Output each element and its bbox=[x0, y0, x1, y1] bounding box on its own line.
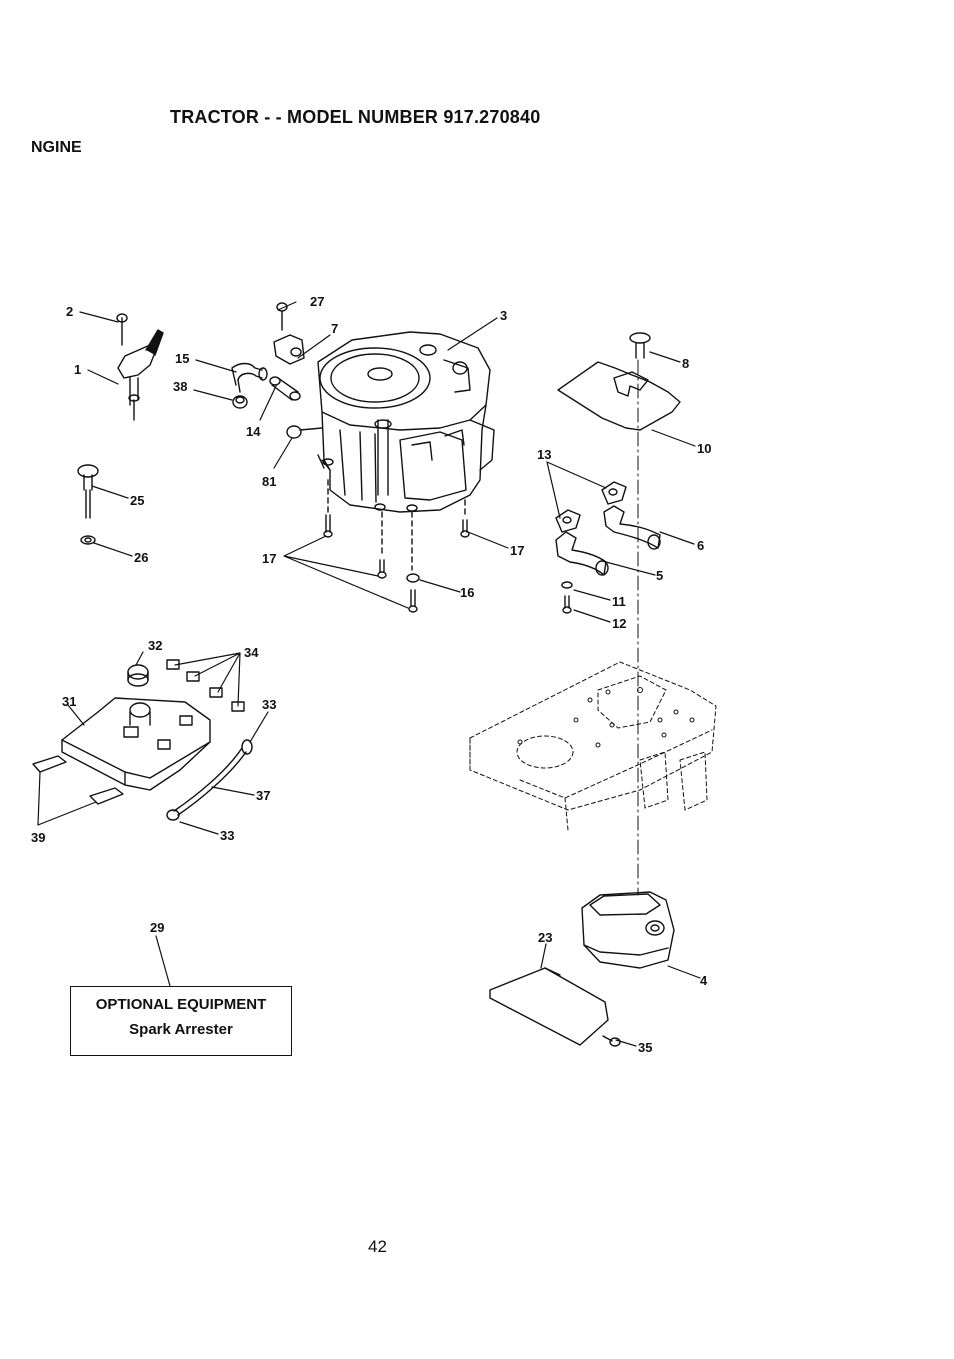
optional-equipment-box: OPTIONAL EQUIPMENT Spark Arrester bbox=[70, 986, 292, 1056]
callout-label: 27 bbox=[310, 294, 324, 309]
callout-label: 10 bbox=[697, 441, 711, 456]
throttle-control-illustration bbox=[116, 313, 164, 421]
section-heading: NGINE bbox=[31, 139, 82, 156]
callout-label: 17 bbox=[510, 543, 524, 558]
callout-label: 17 bbox=[262, 551, 276, 566]
callout-label: 2 bbox=[66, 304, 73, 319]
callout-label: 38 bbox=[173, 379, 187, 394]
fuel-fittings-illustration bbox=[231, 362, 323, 439]
callout-label: 15 bbox=[175, 351, 189, 366]
heat-shield-illustration bbox=[557, 332, 681, 431]
exhaust-pipes-illustration bbox=[555, 481, 661, 614]
callout-label: 23 bbox=[538, 930, 552, 945]
engine-illustration bbox=[317, 331, 495, 513]
callout-label: 32 bbox=[148, 638, 162, 653]
callout-label: 34 bbox=[244, 645, 259, 660]
callout-label: 11 bbox=[612, 594, 626, 609]
callout-label: 39 bbox=[31, 830, 45, 845]
page-number: 42 bbox=[368, 1237, 387, 1256]
callout-label: 1 bbox=[74, 362, 81, 377]
callout-label: 8 bbox=[682, 356, 689, 371]
shoulder-bolt-illustration bbox=[77, 464, 99, 545]
callout-label: 25 bbox=[130, 493, 144, 508]
callout-label: 81 bbox=[262, 474, 276, 489]
callout-label: 6 bbox=[697, 538, 704, 553]
callout-label: 12 bbox=[612, 616, 626, 631]
tractor-frame-illustration bbox=[469, 661, 717, 831]
muffler-guard-illustration bbox=[489, 967, 621, 1047]
callout-label: 33 bbox=[262, 697, 276, 712]
callout-label: 3 bbox=[500, 308, 507, 323]
page-title: TRACTOR - - MODEL NUMBER 917.270840 bbox=[170, 107, 541, 127]
callout-label: 4 bbox=[700, 973, 708, 988]
bolt-clamp-illustration bbox=[273, 302, 305, 365]
optional-equipment-item: Spark Arrester bbox=[129, 1021, 233, 1038]
mounting-bolts-illustration bbox=[323, 479, 470, 613]
callout-label: 35 bbox=[638, 1040, 652, 1055]
callout-label: 26 bbox=[134, 550, 148, 565]
callout-label: 7 bbox=[331, 321, 338, 336]
callout-label: 14 bbox=[246, 424, 261, 439]
callout-label: 37 bbox=[256, 788, 270, 803]
optional-equipment-heading: OPTIONAL EQUIPMENT bbox=[95, 996, 267, 1013]
callout-label: 31 bbox=[62, 694, 76, 709]
callout-label: 29 bbox=[150, 920, 164, 935]
callout-label: 13 bbox=[537, 447, 551, 462]
muffler-illustration bbox=[581, 891, 675, 969]
leader-lines bbox=[37, 301, 701, 1047]
callout-labels: 2 1 27 7 3 15 38 14 81 8 10 13 6 5 11 12… bbox=[31, 294, 711, 1055]
callout-label: 16 bbox=[460, 585, 474, 600]
spark-arrester-kit-illustration bbox=[32, 659, 253, 821]
callout-label: 5 bbox=[656, 568, 663, 583]
callout-label: 33 bbox=[220, 828, 234, 843]
